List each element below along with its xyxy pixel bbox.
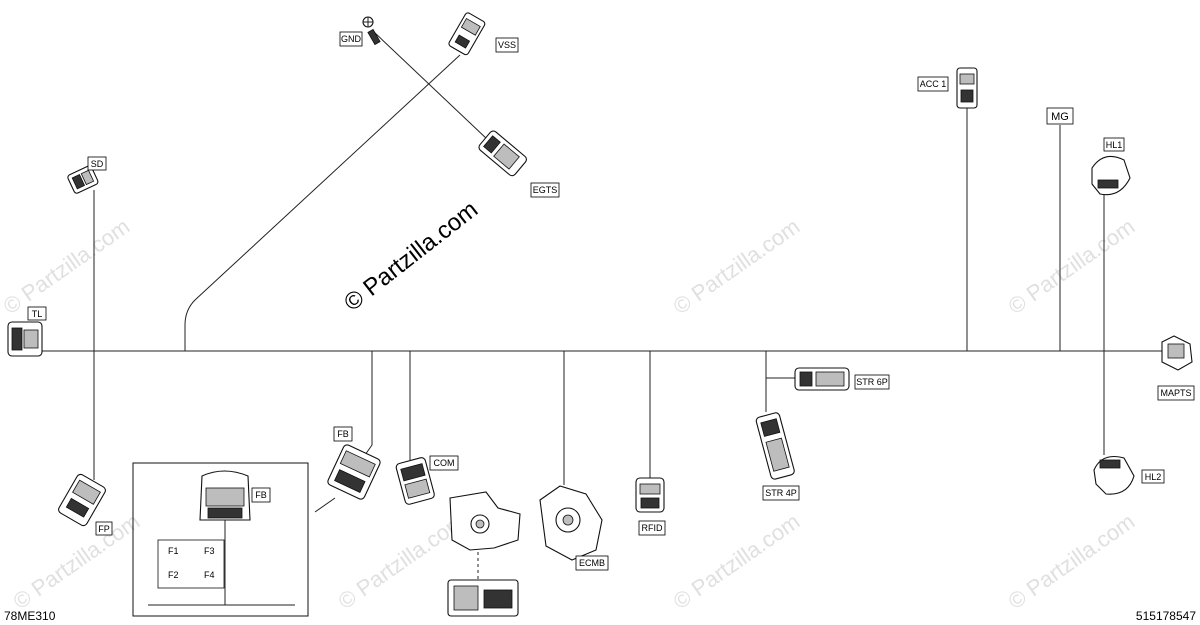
label-gnd-text: GND xyxy=(341,34,362,44)
wire-str xyxy=(765,351,795,412)
wire-fb xyxy=(364,351,373,456)
label-str6p: STR 6P xyxy=(854,374,890,390)
watermark-faint-6: © Partzilla.com xyxy=(669,509,805,615)
label-mapts-text: MAPTS xyxy=(1160,388,1191,398)
label-hl1: HL1 xyxy=(1103,137,1125,152)
label-sd-text: SD xyxy=(91,159,104,169)
footer-left-code: 78ME310 xyxy=(4,609,56,623)
label-acc1-text: ACC 1 xyxy=(920,79,947,89)
fuse-f3: F3 xyxy=(204,546,215,556)
label-mg: MG xyxy=(1046,107,1074,125)
fp-connector xyxy=(58,473,106,527)
label-hl1-text: HL1 xyxy=(1106,140,1123,150)
egts-connector xyxy=(478,130,527,177)
fuse-f2: F2 xyxy=(168,570,179,580)
watermark-faint-7: © Partzilla.com xyxy=(1004,509,1140,615)
footer-right-code: 515178547 xyxy=(1136,609,1196,623)
label-fb-detail: FB xyxy=(251,487,271,503)
label-str4p-text: STR 4P xyxy=(765,488,797,498)
label-fb-main: FB xyxy=(333,426,353,442)
label-vss-text: VSS xyxy=(498,40,516,50)
label-mg-text: MG xyxy=(1051,111,1069,123)
label-rfid-text: RFID xyxy=(642,523,663,533)
ecmb-connector xyxy=(449,485,603,561)
watermark-main: © Partzilla.com xyxy=(339,196,483,317)
label-str6p-text: STR 6P xyxy=(856,377,888,387)
label-fb-main-text: FB xyxy=(337,429,349,439)
label-hl2: HL2 xyxy=(1141,469,1165,484)
wire-vss xyxy=(184,54,461,351)
acc1-connector xyxy=(956,67,978,109)
watermark-faint-1: © Partzilla.com xyxy=(0,214,134,320)
label-rfid: RFID xyxy=(638,520,666,536)
hl2-connector xyxy=(1093,455,1135,495)
label-ecmb-text: ECMB xyxy=(579,558,605,568)
gnd-terminal xyxy=(362,16,381,46)
wire-gnd-egts xyxy=(373,31,489,141)
label-com: COM xyxy=(429,455,459,471)
label-hl2-text: HL2 xyxy=(1145,472,1162,482)
rfid-connector xyxy=(635,477,665,513)
watermark-faint-2: © Partzilla.com xyxy=(669,214,805,320)
watermark-faint-3: © Partzilla.com xyxy=(1004,214,1140,320)
wires xyxy=(40,31,1162,513)
label-tl-text: TL xyxy=(32,309,43,319)
label-ecmb: ECMB xyxy=(575,555,609,571)
fuse-f1: F1 xyxy=(168,546,179,556)
hl1-connector xyxy=(1091,155,1131,196)
label-egts: EGTS xyxy=(530,182,560,198)
vss-connector xyxy=(448,12,486,56)
label-vss: VSS xyxy=(495,37,519,53)
lower-ecm-connector xyxy=(447,552,519,617)
label-tl: TL xyxy=(27,306,47,321)
label-gnd: GND xyxy=(339,31,363,47)
wire-fb-detail-leader xyxy=(314,497,336,513)
label-fp: FP xyxy=(95,521,113,536)
label-fp-text: FP xyxy=(98,524,110,534)
tl-connector xyxy=(7,321,43,357)
label-com-text: COM xyxy=(434,458,455,468)
mapts-connector xyxy=(1161,335,1193,371)
fuse-f4: F4 xyxy=(204,570,215,580)
sd-connector xyxy=(67,165,99,194)
fb-connector xyxy=(327,444,381,500)
fb-detail-inset: F1 F3 F2 F4 xyxy=(132,462,309,617)
label-sd: SD xyxy=(87,156,107,171)
label-mapts: MAPTS xyxy=(1157,385,1195,401)
label-str4p: STR 4P xyxy=(762,485,800,501)
label-fb-detail-text: FB xyxy=(255,490,267,500)
watermark-faint-4: © Partzilla.com xyxy=(9,509,145,615)
str6p-connector xyxy=(794,367,850,391)
label-egts-text: EGTS xyxy=(533,185,558,195)
label-acc1: ACC 1 xyxy=(917,76,949,92)
str4p-connector xyxy=(755,412,795,480)
com-connector xyxy=(395,457,435,505)
